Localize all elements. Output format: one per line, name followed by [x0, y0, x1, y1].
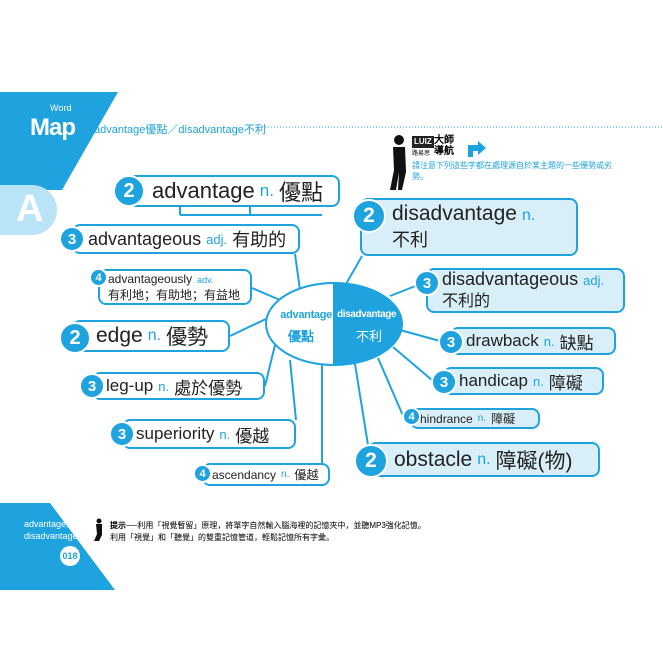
- pos: n.: [158, 378, 170, 394]
- word: leg-up: [106, 376, 154, 395]
- pos: n.: [543, 333, 555, 349]
- meaning: 障礙: [491, 412, 516, 426]
- pos: n.: [533, 373, 544, 389]
- footer-tab-line2: disadvantage: [24, 531, 78, 541]
- guide-brand-sub: 路易思: [412, 151, 431, 157]
- meaning: 不利: [392, 230, 428, 250]
- word: hindrance: [420, 411, 473, 426]
- guide-label: 大師導航: [434, 135, 454, 157]
- pos: n.: [259, 181, 274, 200]
- word: handicap: [459, 371, 529, 390]
- meaning: 障礙(物): [495, 449, 573, 473]
- footer-tip-line1: 提示──利用「視覺暫留」原理，將單字自然輸入腦海裡的記憶夾中，並聽MP3強化記憶…: [110, 521, 426, 531]
- word: advantage: [152, 178, 255, 203]
- word: disadvantageous: [442, 269, 579, 289]
- level-badge: 3: [431, 369, 457, 395]
- word: superiority: [136, 424, 215, 443]
- meaning: 缺點: [559, 333, 594, 353]
- section-letter: A: [16, 188, 44, 230]
- word-box-hindrance: hindrance n. 障礙: [410, 408, 540, 429]
- level-badge: 3: [109, 421, 135, 447]
- level-badge: 4: [193, 464, 212, 483]
- tip-text: ──利用「視覺暫留」原理，將單字自然輸入腦海裡的記憶夾中，並聽MP3強化記憶。: [126, 521, 426, 530]
- pos: n.: [521, 207, 536, 224]
- logo-big: Map: [30, 114, 76, 141]
- meaning: 有助的: [232, 230, 287, 250]
- pos: adj.: [583, 273, 605, 288]
- guide-text: 請注意下列這些字都在處理源自於某主題的一些優勢或劣勢。: [412, 161, 612, 181]
- footer-tab-shape: [0, 503, 115, 590]
- level-badge: 2: [352, 199, 386, 233]
- logo-small: Word: [50, 103, 72, 113]
- level-badge: 2: [59, 322, 91, 354]
- header-logo-shape: [0, 92, 118, 190]
- pos: n.: [219, 426, 231, 442]
- level-badge: 4: [89, 268, 108, 287]
- level-badge: 3: [79, 373, 105, 399]
- level-badge: 4: [402, 407, 421, 426]
- connector-lines: [179, 207, 441, 470]
- meaning: 優勢: [166, 326, 209, 349]
- level-badge: 3: [59, 226, 85, 252]
- pos: n.: [147, 327, 162, 344]
- pos: n.: [281, 469, 290, 480]
- center-left-zh: 優點: [287, 329, 314, 344]
- word-box-disadvantageous: disadvantageous adj. 不利的: [426, 268, 625, 313]
- meaning: 優點: [278, 180, 323, 205]
- word: ascendancy: [212, 467, 277, 482]
- pos: n.: [477, 450, 491, 468]
- meaning: 障礙: [548, 373, 583, 393]
- center-left-en: advantage: [280, 309, 332, 321]
- word: obstacle: [394, 447, 473, 471]
- center-right-en: disadvantage: [337, 309, 397, 320]
- word: drawback: [466, 331, 539, 350]
- pos: adj.: [206, 231, 228, 247]
- footer-tab-line1: advantage／: [24, 519, 76, 529]
- word: disadvantage: [392, 202, 517, 225]
- center-ellipse: [265, 281, 403, 367]
- meaning: 優越: [294, 468, 319, 482]
- level-badge: 3: [438, 329, 464, 355]
- section-tab-shape: [0, 185, 57, 235]
- pos: adv.: [197, 274, 214, 285]
- level-badge: 2: [354, 444, 388, 478]
- footer-tip-line2: 利用「視覺」和「聽覺」的雙重記憶管道，輕鬆記憶所有字彙。: [110, 533, 334, 542]
- page-title: advantage優點／disadvantage不利: [94, 124, 266, 136]
- word: advantageous: [88, 228, 202, 249]
- arrow-icon: [468, 141, 486, 157]
- page-number: 018: [60, 546, 80, 566]
- guide-brand: LUIZ: [412, 136, 434, 148]
- level-badge: 2: [113, 175, 145, 207]
- meaning: 優越: [235, 426, 270, 446]
- meaning: 有利地；有助地；有益地: [108, 287, 241, 302]
- center-right-zh: 不利: [355, 329, 382, 344]
- word-box-advantageously: advantageously adv. 有利地；有助地；有益地: [98, 269, 252, 305]
- walker-icon: [94, 135, 406, 541]
- meaning: 不利的: [442, 293, 491, 310]
- tip-label: 提示: [110, 521, 126, 530]
- word: advantageously: [108, 271, 193, 286]
- meaning: 處於優勢: [174, 378, 243, 398]
- level-badge: 3: [414, 270, 440, 296]
- pos: n.: [477, 413, 487, 424]
- word-box-ascendancy: ascendancy n. 優越: [202, 463, 330, 486]
- word: edge: [96, 324, 143, 347]
